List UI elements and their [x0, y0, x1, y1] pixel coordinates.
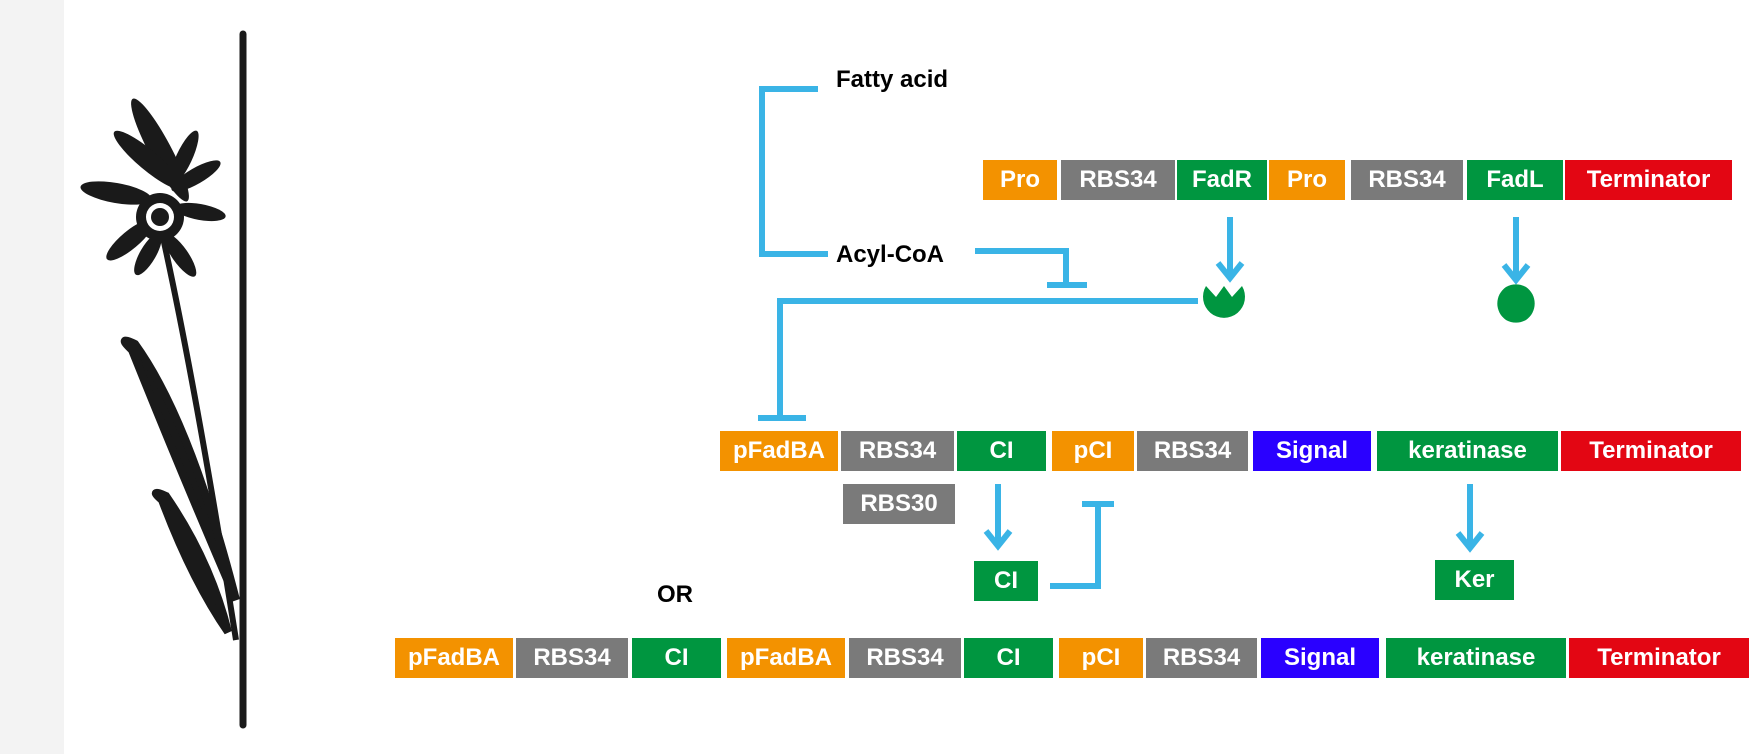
fadl-protein-icon — [1497, 284, 1535, 323]
part-fadl: FadL — [1467, 160, 1563, 200]
protein-ker: Ker — [1435, 560, 1514, 600]
flower-icon — [80, 30, 247, 729]
part-rbs34-4: RBS34 — [1137, 431, 1248, 471]
part-keratinase-b: keratinase — [1386, 638, 1566, 678]
part-rbs34-b2: RBS34 — [849, 638, 961, 678]
protein-ci: CI — [974, 561, 1038, 601]
part-rbs34-2: RBS34 — [1351, 160, 1463, 200]
part-terminator-top: Terminator — [1565, 160, 1732, 200]
fadr-repression-line — [777, 298, 1198, 418]
part-rbs30: RBS30 — [843, 484, 955, 524]
acyl-coa-inhibition-line — [975, 248, 1069, 284]
side-panel — [0, 0, 64, 754]
part-ci: CI — [957, 431, 1046, 471]
part-terminator-middle: Terminator — [1561, 431, 1741, 471]
part-rbs34-1: RBS34 — [1061, 160, 1175, 200]
part-pfadba: pFadBA — [720, 431, 838, 471]
part-rbs34-b1: RBS34 — [516, 638, 628, 678]
fadr-protein-icon — [1202, 286, 1245, 318]
fatty-acid-label: Fatty acid — [836, 66, 949, 93]
part-pci: pCI — [1052, 431, 1134, 471]
part-pro-1: Pro — [983, 160, 1057, 200]
part-terminator-b: Terminator — [1569, 638, 1749, 678]
part-signal: Signal — [1253, 431, 1371, 471]
part-rbs34-3: RBS34 — [841, 431, 954, 471]
part-pfadba-b1: pFadBA — [395, 638, 513, 678]
acyl-coa-label: Acyl-CoA — [836, 241, 945, 268]
part-pfadba-b2: pFadBA — [727, 638, 845, 678]
part-ci-b2: CI — [964, 638, 1053, 678]
part-fadr: FadR — [1177, 160, 1267, 200]
fatty-acid-conversion-line — [759, 86, 828, 257]
part-pro-2: Pro — [1269, 160, 1345, 200]
ci-repression-line — [1050, 504, 1101, 589]
part-keratinase: keratinase — [1377, 431, 1558, 471]
or-label: OR — [657, 581, 693, 608]
part-ci-b1: CI — [632, 638, 721, 678]
part-pci-b: pCI — [1059, 638, 1143, 678]
part-rbs34-b3: RBS34 — [1146, 638, 1257, 678]
part-signal-b: Signal — [1261, 638, 1379, 678]
